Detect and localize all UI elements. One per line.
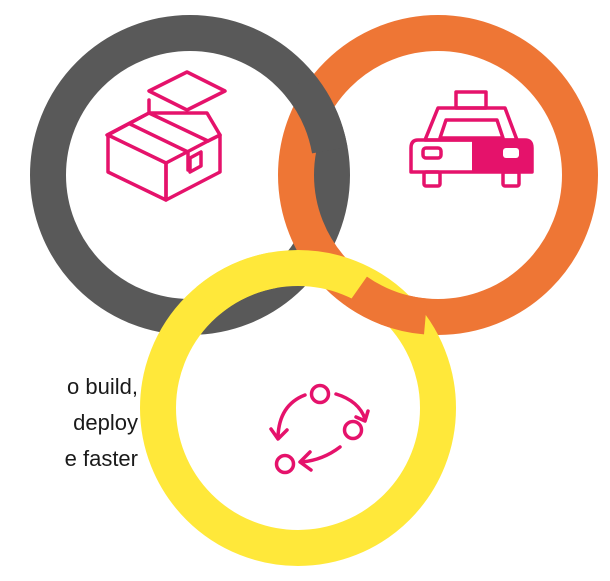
cycle-arrows-icon <box>269 383 370 475</box>
yellow-ring-over-dark <box>196 252 278 315</box>
dark-ring-over-orange <box>284 72 348 154</box>
side-text-line-1: o build, <box>67 374 138 399</box>
taxi-right-fill <box>472 140 532 172</box>
package-box-icon <box>105 70 227 202</box>
orange-ring <box>278 15 598 335</box>
taxi-right-headlight <box>503 148 519 158</box>
side-text-line-2: deploy <box>73 410 138 435</box>
yellow-ring <box>140 250 456 566</box>
orange-ring-over-yellow <box>346 276 428 335</box>
side-text-line-3: e faster <box>64 446 138 471</box>
